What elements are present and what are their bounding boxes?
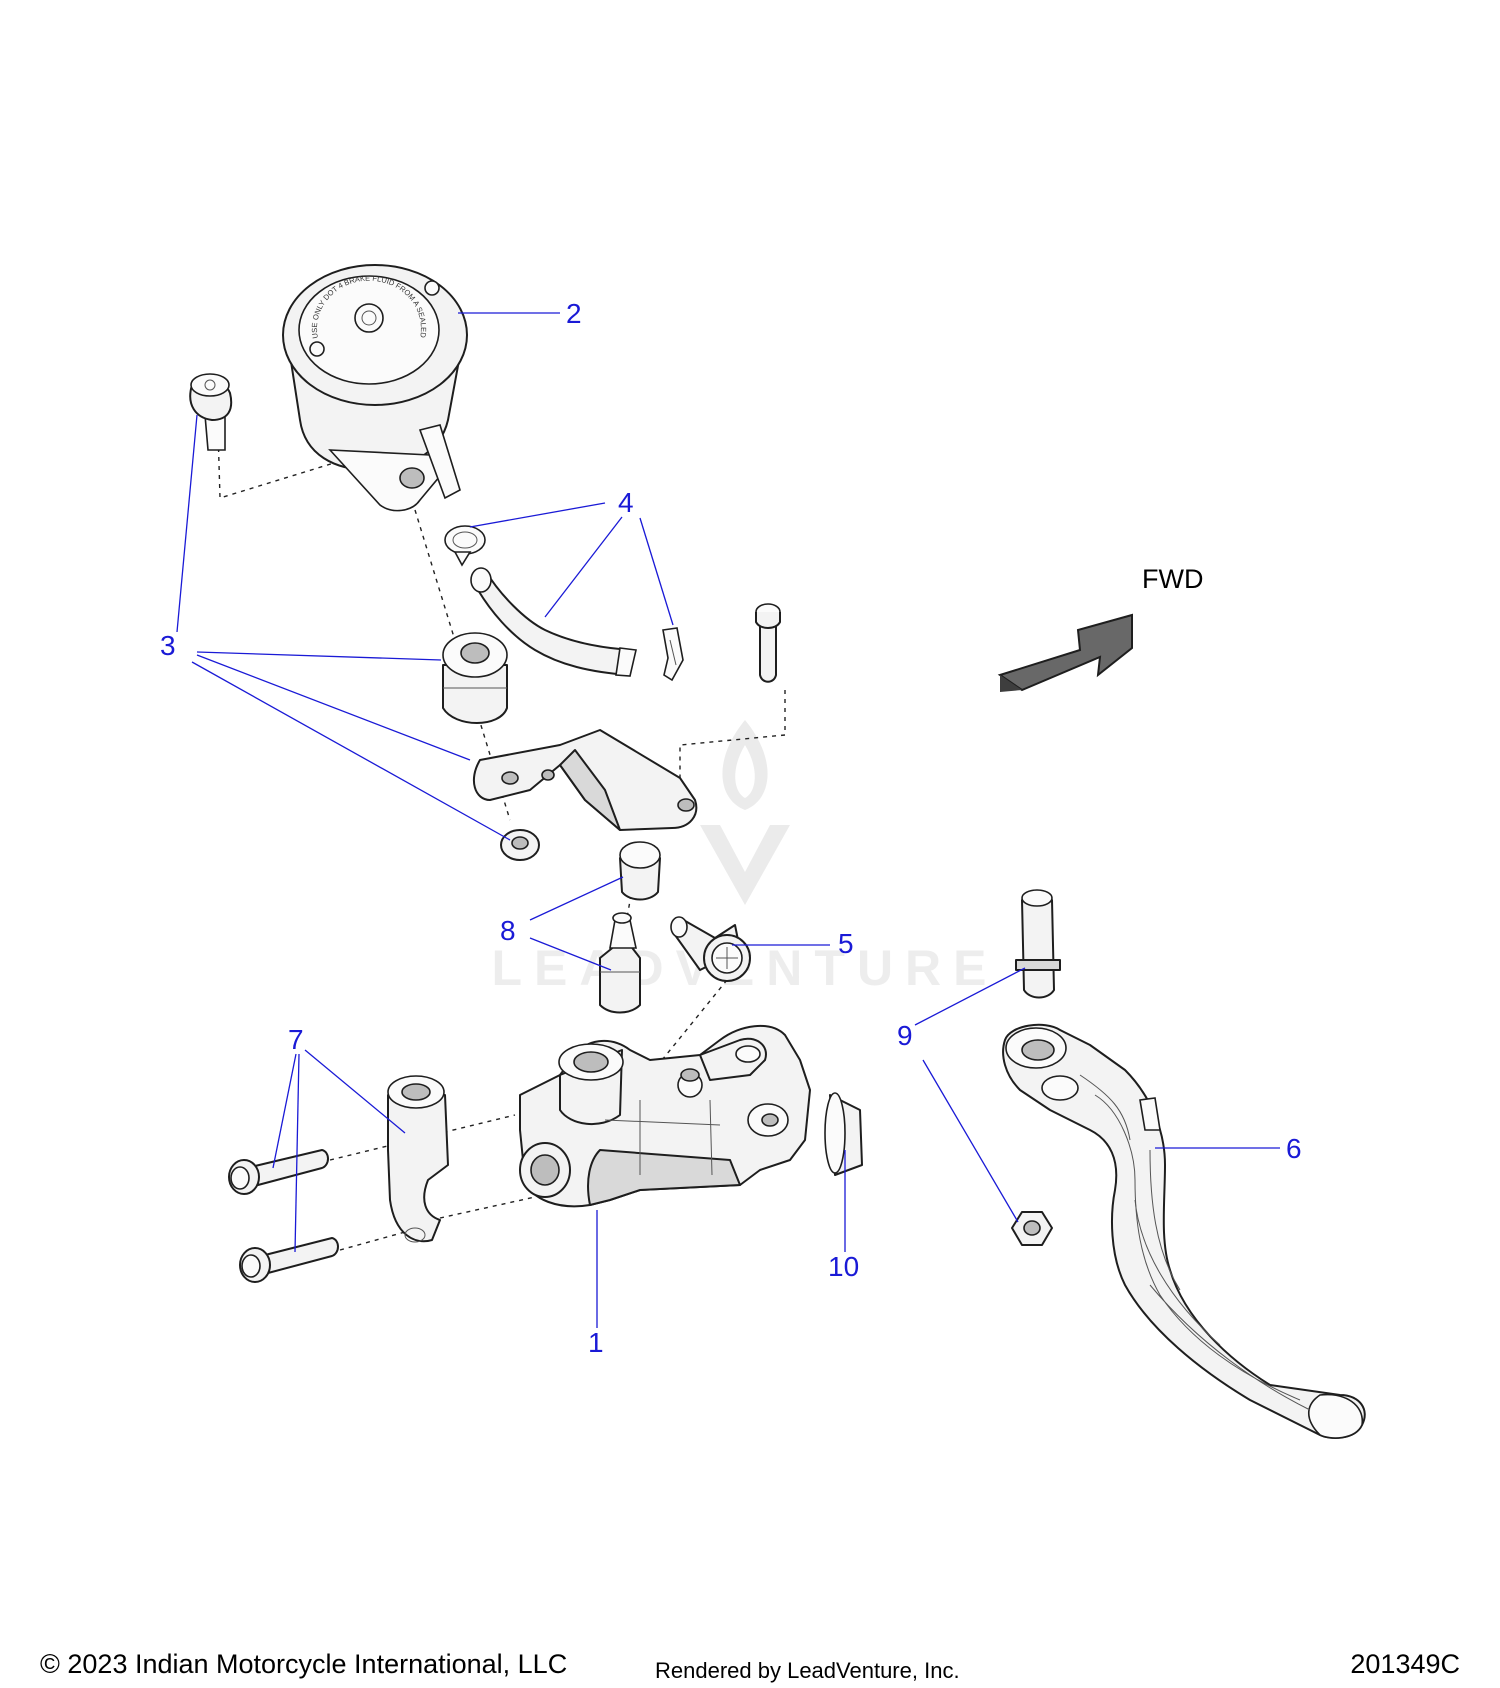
bleeder-valve xyxy=(599,912,641,1014)
reservoir-bolt xyxy=(189,373,233,451)
bracket-washer xyxy=(500,829,540,861)
callout-9: 9 xyxy=(897,1020,913,1051)
clamp-screw-upper xyxy=(228,1149,329,1195)
fwd-arrow: FWD xyxy=(997,564,1203,692)
callout-leaders xyxy=(176,312,1280,1328)
callout-10: 10 xyxy=(828,1251,859,1282)
callout-8: 8 xyxy=(500,915,516,946)
master-cylinder xyxy=(519,1024,811,1208)
brake-lever xyxy=(1002,1023,1366,1439)
callout-3: 3 xyxy=(160,630,176,661)
callout-5: 5 xyxy=(838,928,854,959)
footer-figure-id: 201349C xyxy=(1350,1649,1460,1679)
callout-1: 1 xyxy=(588,1327,604,1358)
lever-pivot-bolt xyxy=(1015,889,1061,999)
footer-rendered-by: Rendered by LeadVenture, Inc. xyxy=(655,1658,960,1683)
bleeder-cap xyxy=(619,841,661,901)
reservoir-hose xyxy=(470,567,637,677)
brake-fluid-reservoir: USE ONLY DOT 4 BRAKE FLUID FROM A SEALED… xyxy=(0,0,468,512)
lever-boot xyxy=(824,1092,863,1176)
banjo-fitting xyxy=(670,916,751,982)
callout-6: 6 xyxy=(1286,1133,1302,1164)
footer-copyright: © 2023 Indian Motorcycle International, … xyxy=(40,1649,568,1679)
hose-clamp-upper xyxy=(444,525,486,567)
callout-labels: 1 2 3 4 5 6 7 8 9 10 xyxy=(160,298,1302,1358)
lever-pivot-nut xyxy=(1011,1211,1053,1246)
callout-2: 2 xyxy=(566,298,582,329)
reservoir-grommet xyxy=(442,632,508,724)
callout-7: 7 xyxy=(288,1024,304,1055)
callout-4: 4 xyxy=(618,487,634,518)
reservoir-bracket xyxy=(472,729,698,831)
handlebar-clamp xyxy=(387,1075,449,1243)
fwd-label: FWD xyxy=(1142,564,1203,594)
clamp-screw-lower xyxy=(239,1237,339,1283)
bracket-bolt-upper xyxy=(755,603,781,683)
hose-clamp-lower xyxy=(662,627,684,682)
